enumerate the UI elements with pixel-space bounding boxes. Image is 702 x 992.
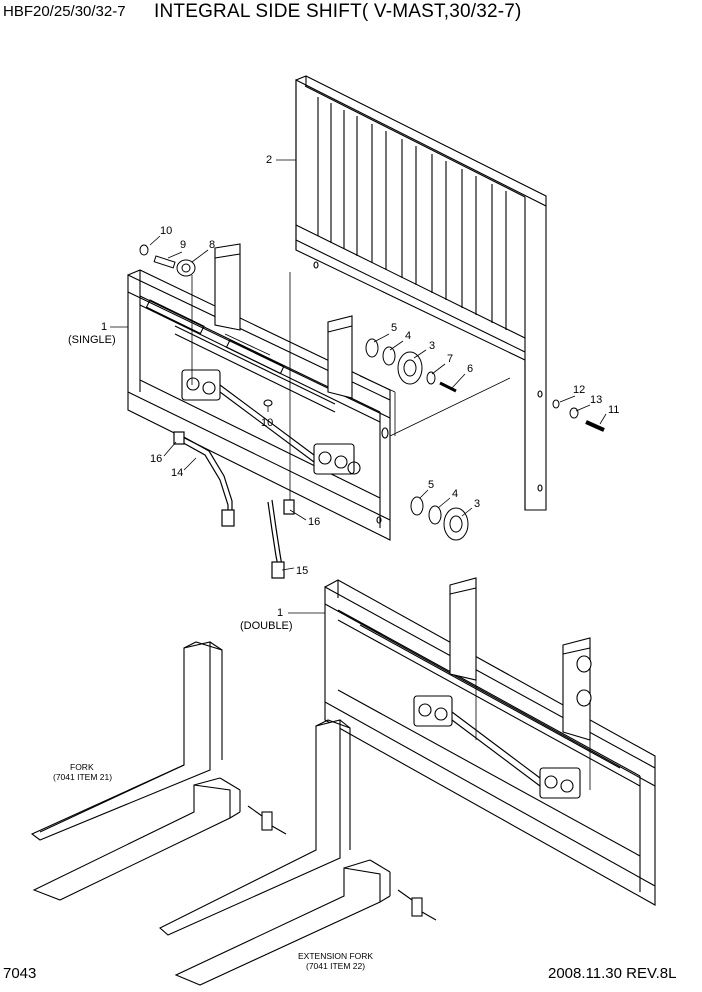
- callout-5-lower: 5: [428, 479, 435, 491]
- extension-fork-label: EXTENSION FORK: [298, 951, 374, 961]
- fork-extension: [159, 719, 437, 986]
- label-single: (SINGLE): [68, 334, 116, 346]
- callout-10: 10: [160, 225, 173, 237]
- callout-3-lower: 3: [474, 498, 481, 510]
- callout-1-single: 1: [101, 321, 108, 333]
- callout-4-lower: 4: [452, 488, 459, 500]
- callout-16-right: 16: [308, 516, 321, 528]
- lower-hardware: [410, 496, 469, 541]
- leader-lines: [110, 159, 607, 790]
- hoses: [173, 431, 295, 579]
- callout-7: 7: [447, 353, 454, 365]
- callout-15: 15: [296, 565, 309, 577]
- callout-3-upper: 3: [429, 340, 436, 352]
- callout-16-left: 16: [150, 453, 163, 465]
- fork-label: FORK: [70, 762, 94, 772]
- callout-9: 9: [180, 239, 187, 251]
- callout-13: 13: [590, 394, 603, 406]
- load-backrest: [295, 75, 547, 511]
- revision-date: 2008.11.30 REV.8L: [548, 965, 677, 982]
- page-title: INTEGRAL SIDE SHIFT( V-MAST,30/32-7): [154, 1, 522, 22]
- upper-hardware: [139, 244, 605, 432]
- fork-standard: [30, 641, 287, 901]
- callout-8: 8: [209, 239, 216, 251]
- callout-10-lower: 10: [261, 417, 274, 429]
- callout-4-upper: 4: [405, 330, 412, 342]
- side-shifter-single: [127, 243, 391, 541]
- label-double: (DOUBLE): [240, 620, 293, 632]
- fork-reference: (7041 ITEM 21): [53, 772, 113, 782]
- page-number: 7043: [3, 965, 37, 982]
- side-shifter-double: [324, 577, 656, 906]
- callout-6: 6: [467, 363, 474, 375]
- callout-11: 11: [608, 404, 620, 416]
- callout-5-upper: 5: [391, 322, 398, 334]
- callout-14: 14: [171, 467, 184, 479]
- callout-12: 12: [573, 384, 586, 396]
- model-code: HBF20/25/30/32-7: [3, 3, 126, 20]
- callout-2: 2: [266, 154, 273, 166]
- callout-1-double: 1: [277, 607, 284, 619]
- extension-fork-reference: (7041 ITEM 22): [306, 961, 366, 971]
